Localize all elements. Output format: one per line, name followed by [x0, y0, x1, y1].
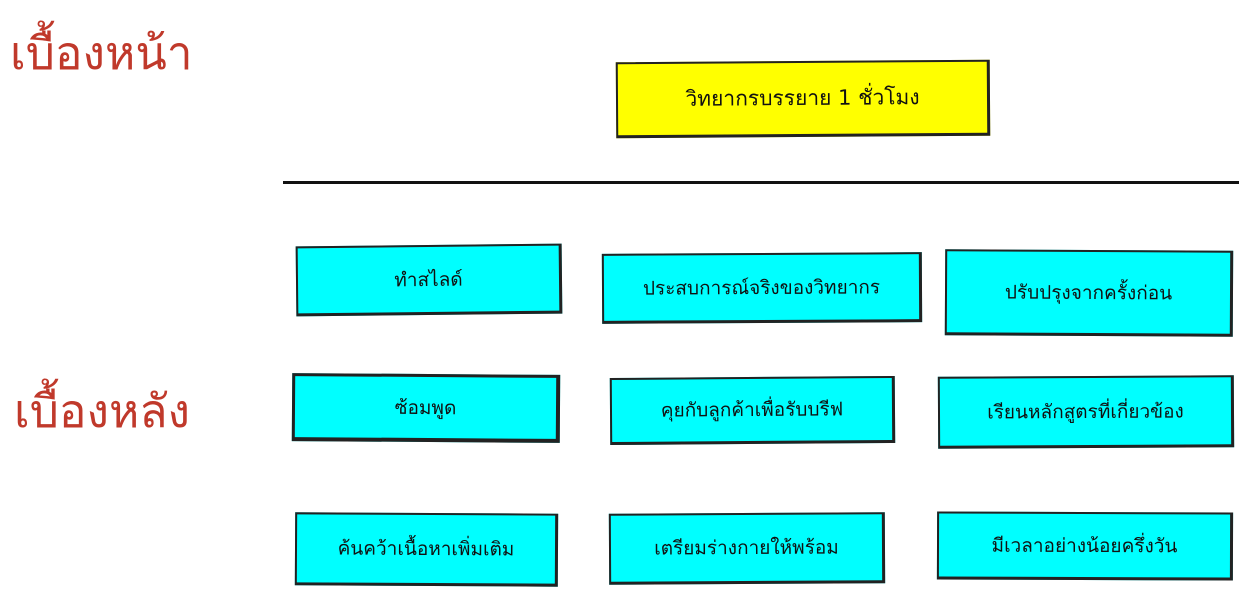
lecture-box: วิทยากรบรรยาย 1 ชั่วโมง	[615, 59, 991, 139]
task-box-improve-from-last: ปรับปรุงจากครั้งก่อน	[944, 249, 1234, 337]
task-box-rehearse: ซ้อมพูด	[291, 373, 561, 443]
task-box-client-brief: คุยกับลูกค้าเพื่อรับบรีฟ	[609, 376, 896, 445]
task-box-prepare-body: เตรียมร่างกายให้พร้อม	[608, 512, 886, 585]
task-box-half-day-time: มีเวลาอย่างน้อยครึ่งวัน	[936, 511, 1234, 581]
task-box-speaker-experience: ประสบการณ์จริงของวิทยากร	[601, 252, 923, 324]
stage-divider-line	[283, 181, 1239, 184]
front-stage-label: เบื้องหน้า	[10, 26, 193, 80]
back-stage-label: เบื้องหลัง	[14, 384, 190, 438]
task-box-study-courses: เรียนหลักสูตรที่เกี่ยวข้อง	[937, 375, 1235, 449]
task-box-make-slides: ทำสไลด์	[295, 243, 563, 317]
task-box-research-content: ค้นคว้าเนื้อหาเพิ่มเติม	[294, 512, 559, 587]
